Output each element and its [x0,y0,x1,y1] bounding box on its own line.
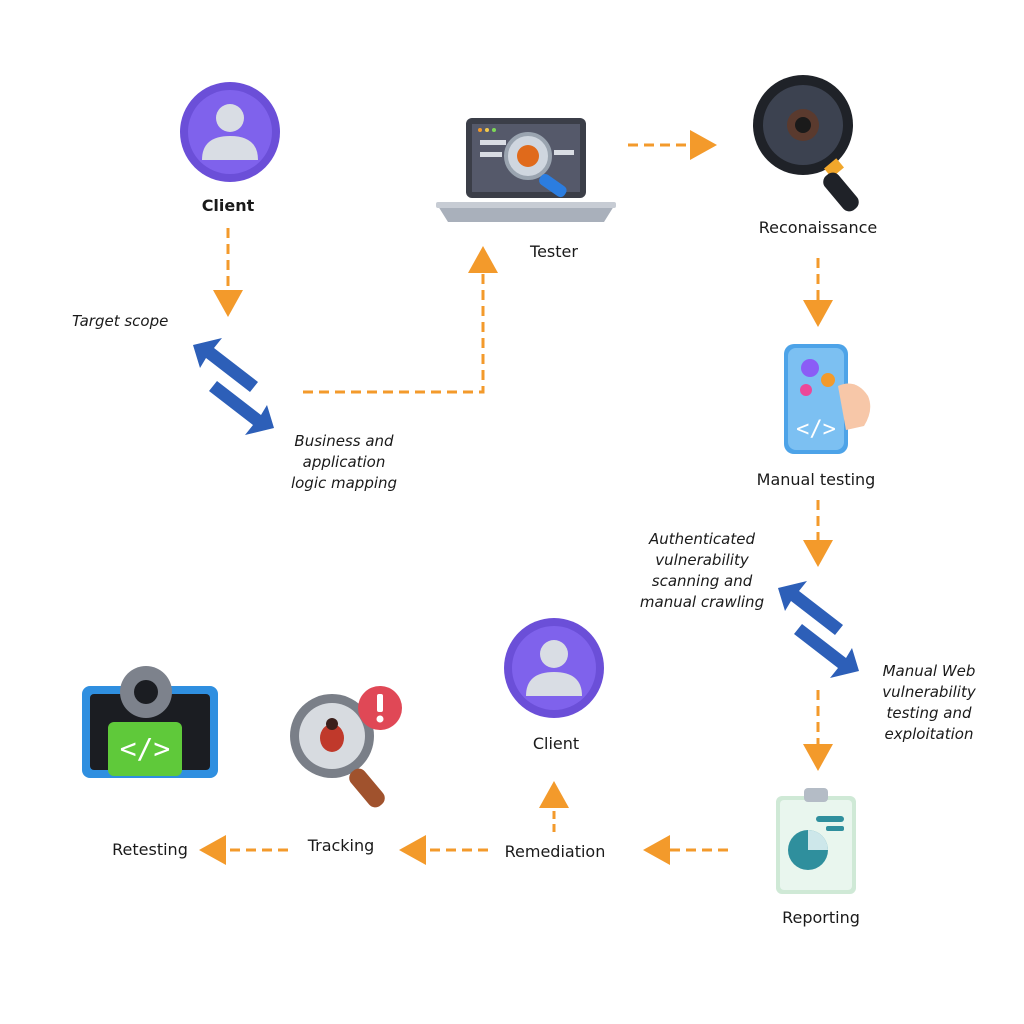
web-exploitation-note: Manual Web vulnerability testing and exp… [882,662,976,743]
swap-arrows-icon [778,581,859,678]
code-document-icon: </> [784,344,871,454]
arrow-to-tester [303,246,498,394]
target-scope-note: Target scope [72,312,169,330]
swap-arrows-icon [193,338,274,435]
retesting-label: Retesting [112,840,188,859]
clipboard-chart-icon [776,788,856,894]
auth-scanning-note: Authenticated vulnerability scanning and… [639,530,765,611]
svg-text:</>: </> [120,732,171,765]
manual-testing-label: Manual testing [756,470,876,489]
tester-label: Tester [530,242,578,261]
bug-search-icon [290,686,402,808]
client-bottom-label: Client [532,734,580,753]
user-avatar-icon [180,82,280,182]
tracking-label: Tracking [307,836,375,855]
reporting-label: Reporting [782,908,860,927]
recon-label: Reconaissance [758,218,878,237]
magnifier-icon [753,75,859,212]
monitor-code-icon: </> [82,666,218,778]
laptop-search-icon [436,118,616,222]
remediation-label: Remediation [504,842,606,861]
user-avatar-icon [504,618,604,718]
client-top-label: Client [201,196,255,215]
business-mapping-note: Business and application logic mapping [290,432,398,492]
svg-text:</>: </> [796,417,836,442]
